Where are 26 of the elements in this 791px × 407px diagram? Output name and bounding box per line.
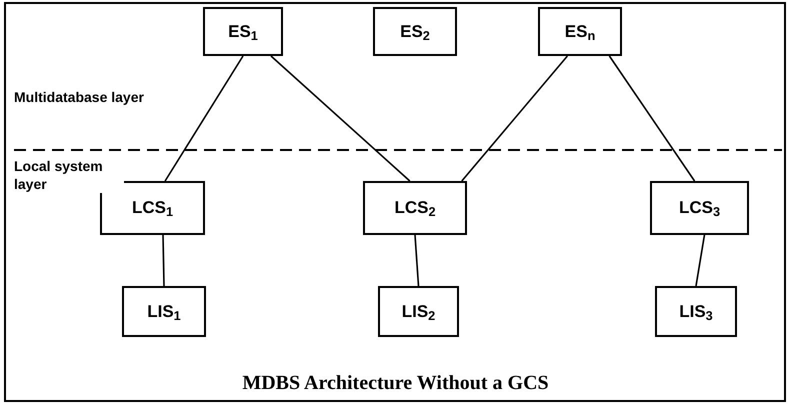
caption: MDBS Architecture Without a GCS	[241, 371, 550, 396]
connector-line	[270, 55, 410, 182]
connector-line	[461, 55, 568, 182]
connector-line	[608, 56, 696, 182]
system-box	[100, 181, 205, 235]
box-label: LCS$_{2}$	[394, 197, 436, 221]
system-box	[378, 286, 459, 337]
system-box	[203, 7, 283, 56]
system-box	[122, 286, 206, 337]
box-label: LIS$_{1}$	[147, 300, 181, 324]
connector-line	[162, 234, 165, 286]
box-label: ES$_{1}$	[228, 20, 258, 44]
box-label: LCS$_{1}$	[132, 197, 174, 221]
box-label: ES$_{n}$	[564, 20, 596, 44]
system-box	[650, 181, 749, 235]
connector-line	[164, 56, 244, 182]
system-box	[538, 7, 622, 56]
system-box	[363, 181, 467, 235]
system-box	[655, 286, 737, 337]
box-label: LIS$_{3}$	[679, 300, 713, 324]
box-label: LIS$_{2}$	[402, 300, 436, 324]
connector-line	[695, 234, 706, 286]
box-label: ES$_{2}$	[400, 20, 430, 44]
connector-line	[414, 234, 420, 286]
system-box	[373, 7, 457, 56]
box-label: LCS$_{3}$	[678, 197, 720, 221]
